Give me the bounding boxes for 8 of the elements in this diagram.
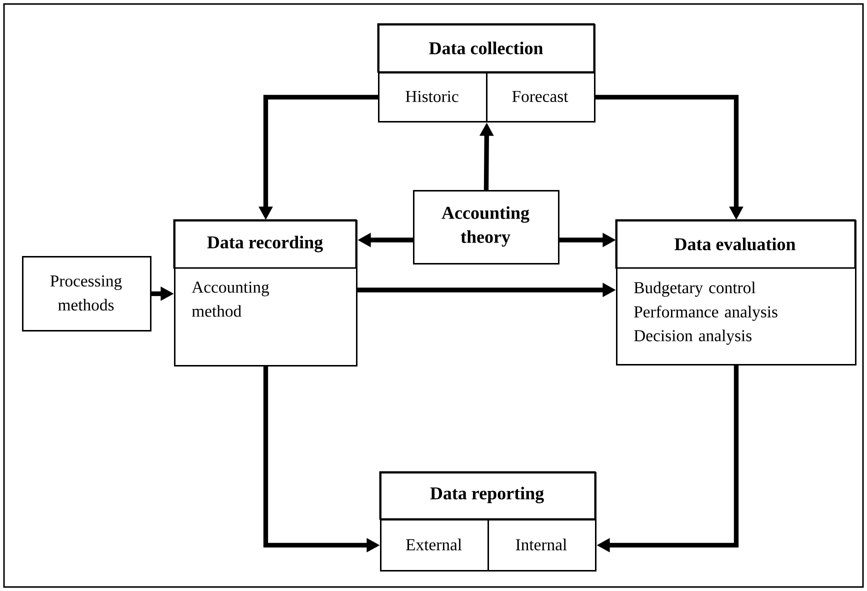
cell-box: Internal xyxy=(488,519,596,572)
process-box: Processing methods xyxy=(22,256,152,332)
cell-box: Historic xyxy=(378,72,488,122)
process-box: Data recording Accounting method xyxy=(173,219,358,366)
cell-box: Forecast xyxy=(486,72,596,122)
process-box: Data evaluation Budgetary control Performance analysis Decision analysis xyxy=(615,219,856,366)
cell-box: External xyxy=(380,519,489,572)
process-box: Accounting theory xyxy=(413,190,560,264)
